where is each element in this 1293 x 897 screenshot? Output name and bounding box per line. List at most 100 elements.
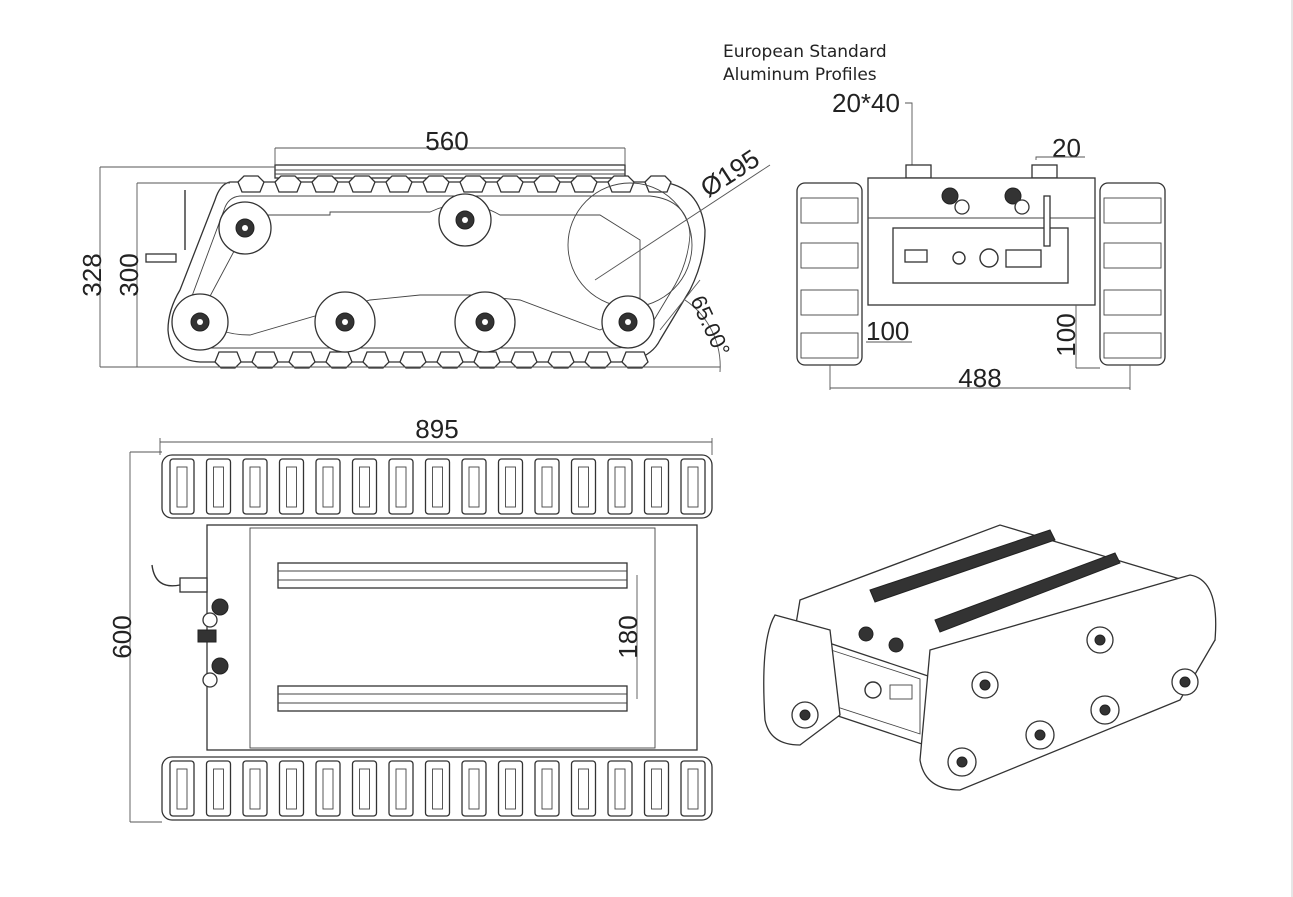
connector-icon: [1004, 187, 1022, 205]
sprocket-diameter-label: Ø195: [695, 143, 765, 203]
track-link-slot: [432, 768, 443, 810]
track-link-slot: [651, 768, 662, 810]
track-lug: [800, 289, 859, 316]
track-link-slot: [505, 768, 516, 810]
side-height-inner-label: 300: [114, 253, 144, 296]
profile-spacing-label: 180: [613, 615, 643, 658]
ground-clearance-left-label: 100: [866, 316, 909, 346]
track-pad: [436, 351, 464, 369]
side-view: 560 328 300 Ø195 65.00°: [77, 126, 771, 373]
track-link: [278, 760, 305, 817]
track-link-slot: [213, 768, 224, 810]
track-pad: [422, 175, 450, 193]
iso-wheel-hub: [799, 709, 811, 721]
track-link: [205, 458, 232, 515]
track-link-slot: [541, 768, 553, 810]
connector-cap: [1014, 199, 1030, 215]
profile-note-line1: European Standard: [723, 42, 887, 62]
track-link: [607, 760, 633, 817]
track-lug: [1103, 197, 1162, 224]
antenna-front: [1043, 195, 1051, 247]
track-link-slot: [541, 466, 553, 508]
track-link-slot: [395, 466, 407, 508]
side-length-label: 560: [425, 126, 468, 156]
track-link: [242, 760, 268, 817]
track-link: [534, 760, 560, 817]
track-pad: [348, 175, 376, 193]
track-pad: [496, 175, 524, 193]
track-link: [242, 458, 268, 515]
track-lug: [1103, 289, 1162, 316]
track-pad: [584, 351, 612, 369]
track-link-slot: [468, 768, 480, 810]
track-inner-side: [182, 195, 691, 349]
connector-side: [145, 253, 177, 263]
top-view: 895 600 180: [107, 414, 713, 823]
track-lug: [800, 332, 859, 359]
iso-wheel-hub: [1034, 729, 1046, 741]
track-lug: [800, 242, 859, 269]
track-link-slot: [286, 768, 297, 810]
track-link-slot: [614, 466, 626, 508]
track-pad: [547, 351, 575, 369]
iso-track-left: [763, 614, 841, 746]
track-link: [388, 760, 414, 817]
track-link: [680, 760, 706, 817]
front-view: European Standard Aluminum Profiles 20*4…: [723, 42, 1166, 393]
track-pad: [237, 175, 265, 193]
track-link-slot: [213, 466, 224, 508]
track-link: [643, 760, 670, 817]
connector-icon: [211, 657, 229, 675]
track-link: [351, 458, 378, 515]
track-link-slot: [322, 768, 334, 810]
track-link: [461, 760, 487, 817]
track-link-slot: [468, 466, 480, 508]
profile-right-front: [1031, 164, 1058, 179]
track-link: [461, 458, 487, 515]
track-pad: [251, 351, 279, 369]
track-link: [169, 760, 195, 817]
panel-knob: [952, 251, 966, 265]
aluminum-profile-side: [274, 164, 626, 179]
profile-note-line2: Aluminum Profiles: [723, 65, 877, 85]
track-link-slot: [687, 466, 699, 508]
iso-wheel-hub: [979, 679, 991, 691]
wheel-axle: [197, 319, 203, 325]
iso-profile-2: [934, 552, 1121, 633]
track-link: [534, 458, 560, 515]
track-link-slot: [578, 768, 589, 810]
wheel-axle: [242, 225, 248, 231]
track-lug: [1103, 332, 1162, 359]
overall-length-label: 895: [415, 414, 458, 444]
top-cover: [249, 527, 656, 749]
track-link: [315, 760, 341, 817]
track-lug: [800, 197, 859, 224]
track-link: [643, 458, 670, 515]
track-link-slot: [359, 466, 370, 508]
track-link: [570, 458, 597, 515]
track-link-slot: [687, 768, 699, 810]
track-link-slot: [578, 466, 589, 508]
track-link-slot: [286, 466, 297, 508]
track-front: [1099, 182, 1166, 366]
track-pad: [325, 351, 353, 369]
track-link-slot: [651, 466, 662, 508]
iso-profile-1: [869, 529, 1056, 603]
connector-icon: [211, 598, 229, 616]
page-edge: [1291, 0, 1293, 897]
track-width-label: 488: [958, 363, 1001, 393]
track-link-slot: [395, 768, 407, 810]
track-link: [497, 760, 524, 817]
connector-icon: [941, 187, 959, 205]
wheel-axle: [342, 319, 348, 325]
cable-top: [151, 564, 181, 587]
panel-port: [979, 248, 999, 268]
track-link-slot: [176, 466, 188, 508]
track-link: [570, 760, 597, 817]
wheel-axle: [625, 319, 631, 325]
panel-switch: [904, 249, 928, 263]
track-link: [424, 458, 451, 515]
track-pad: [510, 351, 538, 369]
track-link: [388, 458, 414, 515]
